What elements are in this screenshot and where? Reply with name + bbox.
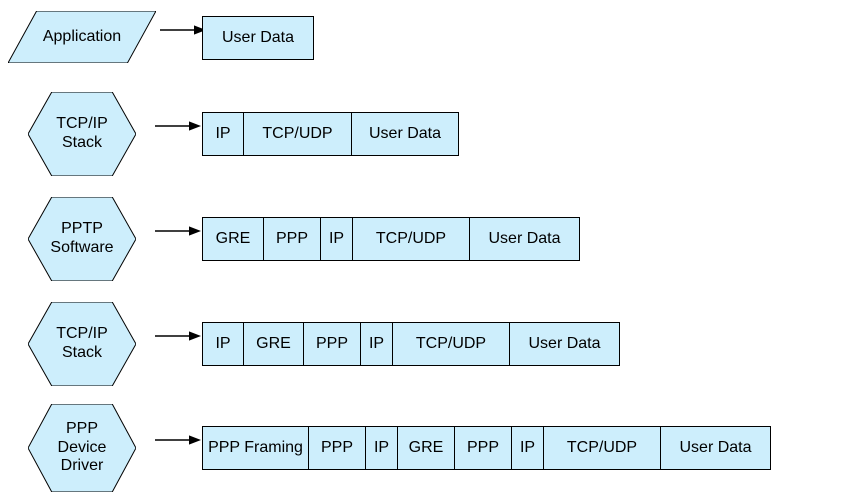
packet-field: PPP (455, 427, 512, 469)
packet-field: TCP/UDP (353, 218, 470, 260)
stage-shape-5: PPP Device Driver (28, 404, 136, 492)
parallelogram-icon (8, 11, 156, 63)
packet-field: IP (361, 323, 393, 365)
packet-field: User Data (528, 335, 601, 352)
packet-field: User Data (679, 439, 752, 456)
packet-field: GRE (203, 218, 264, 260)
packet-field: IP (512, 427, 544, 469)
stage-label-2: TCP/IP Stack (56, 115, 108, 151)
packet-field: IP (203, 323, 244, 365)
packet-field: PPP (304, 323, 361, 365)
packet-field: TCP/UDP (244, 113, 352, 155)
stage-shape-3: PPTP Software (28, 197, 136, 281)
packet-field: PPP (309, 427, 366, 469)
hexagon-icon (28, 302, 136, 386)
stage-label-1: Application (42, 27, 122, 45)
packet-field: PPP (264, 218, 321, 260)
arrow-right-icon (155, 118, 203, 134)
packet-field: TCP/UDP (544, 427, 661, 469)
packet-field: IP (321, 218, 353, 260)
packet-field: User Data (221, 29, 295, 46)
stage-shape-4: TCP/IP Stack (28, 302, 136, 386)
stage-shape-2: TCP/IP Stack (28, 92, 136, 176)
arrow-right-icon (155, 328, 203, 344)
packet-field: GRE (398, 427, 455, 469)
hexagon-icon (28, 404, 136, 492)
packet-field: TCP/UDP (393, 323, 510, 365)
arrow-right-icon (155, 432, 203, 448)
packet-field: User Data (488, 230, 561, 247)
stage-label-5: PPP Device Driver (57, 419, 107, 475)
packet-strip-1: User Data (202, 16, 314, 60)
stage-label-3: PPTP Software (50, 220, 114, 256)
packet-field: IP (203, 113, 244, 155)
hexagon-icon (28, 197, 136, 281)
packet-field: IP (366, 427, 398, 469)
packet-field: GRE (244, 323, 304, 365)
arrow-right-icon (160, 22, 208, 38)
packet-field: PPP Framing (203, 427, 309, 469)
stage-shape-1: Application (8, 11, 156, 63)
packet-field: User Data (368, 125, 442, 142)
hexagon-icon (28, 92, 136, 176)
stage-label-4: TCP/IP Stack (56, 325, 108, 361)
arrow-right-icon (155, 223, 203, 239)
